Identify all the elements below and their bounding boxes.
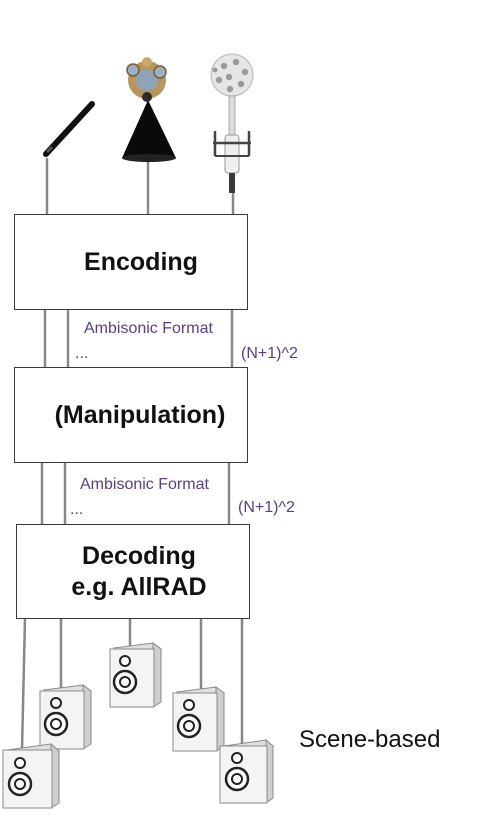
ellipsis-1: ...: [75, 345, 89, 362]
manipulation-label: (Manipulation): [54, 400, 226, 429]
ambisonic-format-label-2: Ambisonic Format: [80, 476, 209, 493]
shotgun-mic-icon: [43, 101, 95, 157]
speaker-icon: [219, 738, 275, 804]
scene-based-label: Scene-based: [299, 726, 441, 753]
speaker-icon: [39, 684, 93, 750]
manipulation-box: (Manipulation): [14, 367, 248, 463]
decoding-title: Decoding: [82, 541, 196, 570]
encoding-box: Encoding: [14, 214, 248, 310]
ambisonic-mic-icon: [122, 57, 176, 162]
spherical-array-mic-icon: [210, 53, 254, 193]
ellipsis-2: ...: [70, 501, 84, 518]
ambisonic-format-label-1: Ambisonic Format: [84, 320, 213, 337]
speaker-icon: [109, 642, 163, 708]
speaker-icon: [2, 742, 61, 809]
encoding-label: Encoding: [84, 247, 198, 276]
mic-connectors: [45, 158, 235, 216]
format-connectors-1: [43, 309, 234, 369]
speaker-icon: [172, 686, 226, 752]
speaker-connectors: [20, 617, 244, 751]
decoding-box: Decoding e.g. AllRAD: [16, 524, 250, 619]
format-connectors-2: [40, 462, 231, 525]
channels-label-1: (N+1)^2: [241, 345, 298, 362]
decoding-method: e.g. AllRAD: [71, 572, 207, 601]
channels-label-2: (N+1)^2: [238, 499, 295, 516]
